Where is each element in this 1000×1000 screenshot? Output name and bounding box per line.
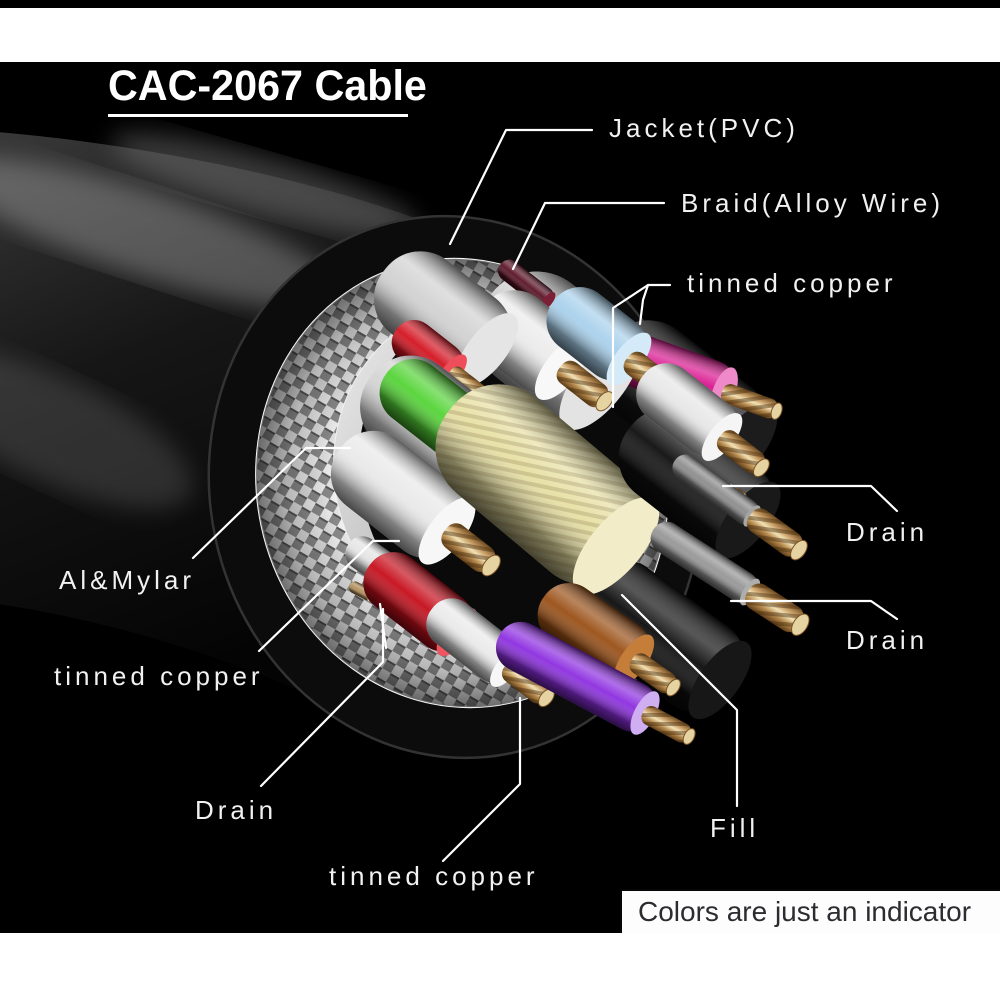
leader-tinned-top-a: [611, 283, 672, 409]
label-drain-right-2: Drain: [846, 625, 929, 655]
wire-brown-wire: [537, 583, 681, 697]
label-tinned-copper-bottom: tinned copper: [329, 861, 539, 891]
leader-jacket: [448, 128, 594, 246]
wire-white-wire-left: [330, 430, 501, 577]
title-underline: [108, 114, 408, 117]
bottom-white-band: [0, 933, 1000, 1000]
color-indicator-note: Colors are just an indicator: [620, 889, 1000, 933]
leader-drain-right-2: [729, 599, 899, 621]
label-al-mylar: Al&Mylar: [59, 565, 196, 595]
wire-drain-wire-low: [650, 521, 810, 636]
label-fill: Fill: [710, 813, 760, 843]
label-tinned-copper-left: tinned copper: [54, 661, 264, 691]
leader-tinned-left: [257, 539, 401, 653]
leader-tinned-top-b: [638, 283, 650, 326]
wire-purple-wire: [495, 621, 696, 745]
leader-drain-bottom-left: [259, 607, 385, 788]
top-white-band: [0, 8, 1000, 62]
wire-bundle: [330, 251, 810, 745]
wire-drain-wire-mid: [672, 454, 808, 561]
leader-drain-right-1: [721, 484, 899, 513]
leader-al-mylar: [191, 446, 352, 560]
leader-tinned-bottom: [441, 696, 522, 863]
label-tinned-copper-top: tinned copper: [687, 268, 897, 298]
leader-lines: [191, 128, 899, 863]
label-drain-bottom-left: Drain: [195, 795, 278, 825]
wire-fill-rope: [435, 384, 660, 595]
label-drain-right-1: Drain: [846, 517, 929, 547]
page-title: CAC-2067 Cable: [108, 62, 427, 110]
wire-pair-jacket-red: [373, 251, 519, 387]
label-braid: Braid(Alloy Wire): [681, 188, 945, 218]
wire-white-wire-right: [636, 363, 770, 478]
label-jacket: Jacket(PVC): [609, 113, 799, 143]
leader-fill: [620, 593, 739, 808]
leader-braid: [511, 201, 666, 271]
